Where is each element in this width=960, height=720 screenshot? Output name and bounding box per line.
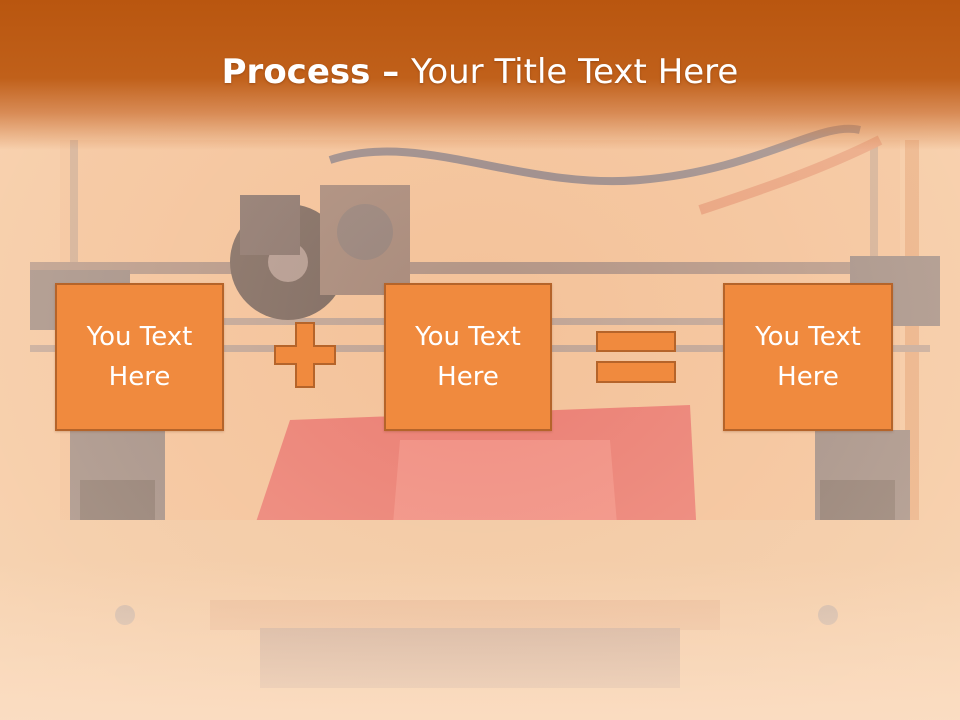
process-box-2[interactable]: You Text Here <box>384 283 552 431</box>
title-bold: Process <box>221 52 371 92</box>
process-box-1[interactable]: You Text Here <box>55 283 224 431</box>
bottom-fade-overlay <box>0 560 960 720</box>
process-box-2-text: You Text Here <box>415 322 521 392</box>
process-box-3[interactable]: You Text Here <box>723 283 893 431</box>
process-box-3-text: You Text Here <box>755 322 861 392</box>
process-box-1-text: You Text Here <box>86 322 193 392</box>
slide-title[interactable]: Process – Your Title Text Here <box>0 52 960 92</box>
title-rest: Your Title Text Here <box>411 52 739 92</box>
plus-icon <box>274 322 336 388</box>
title-dash: – <box>370 52 412 92</box>
equals-icon <box>596 331 676 383</box>
title-banner <box>0 0 960 150</box>
